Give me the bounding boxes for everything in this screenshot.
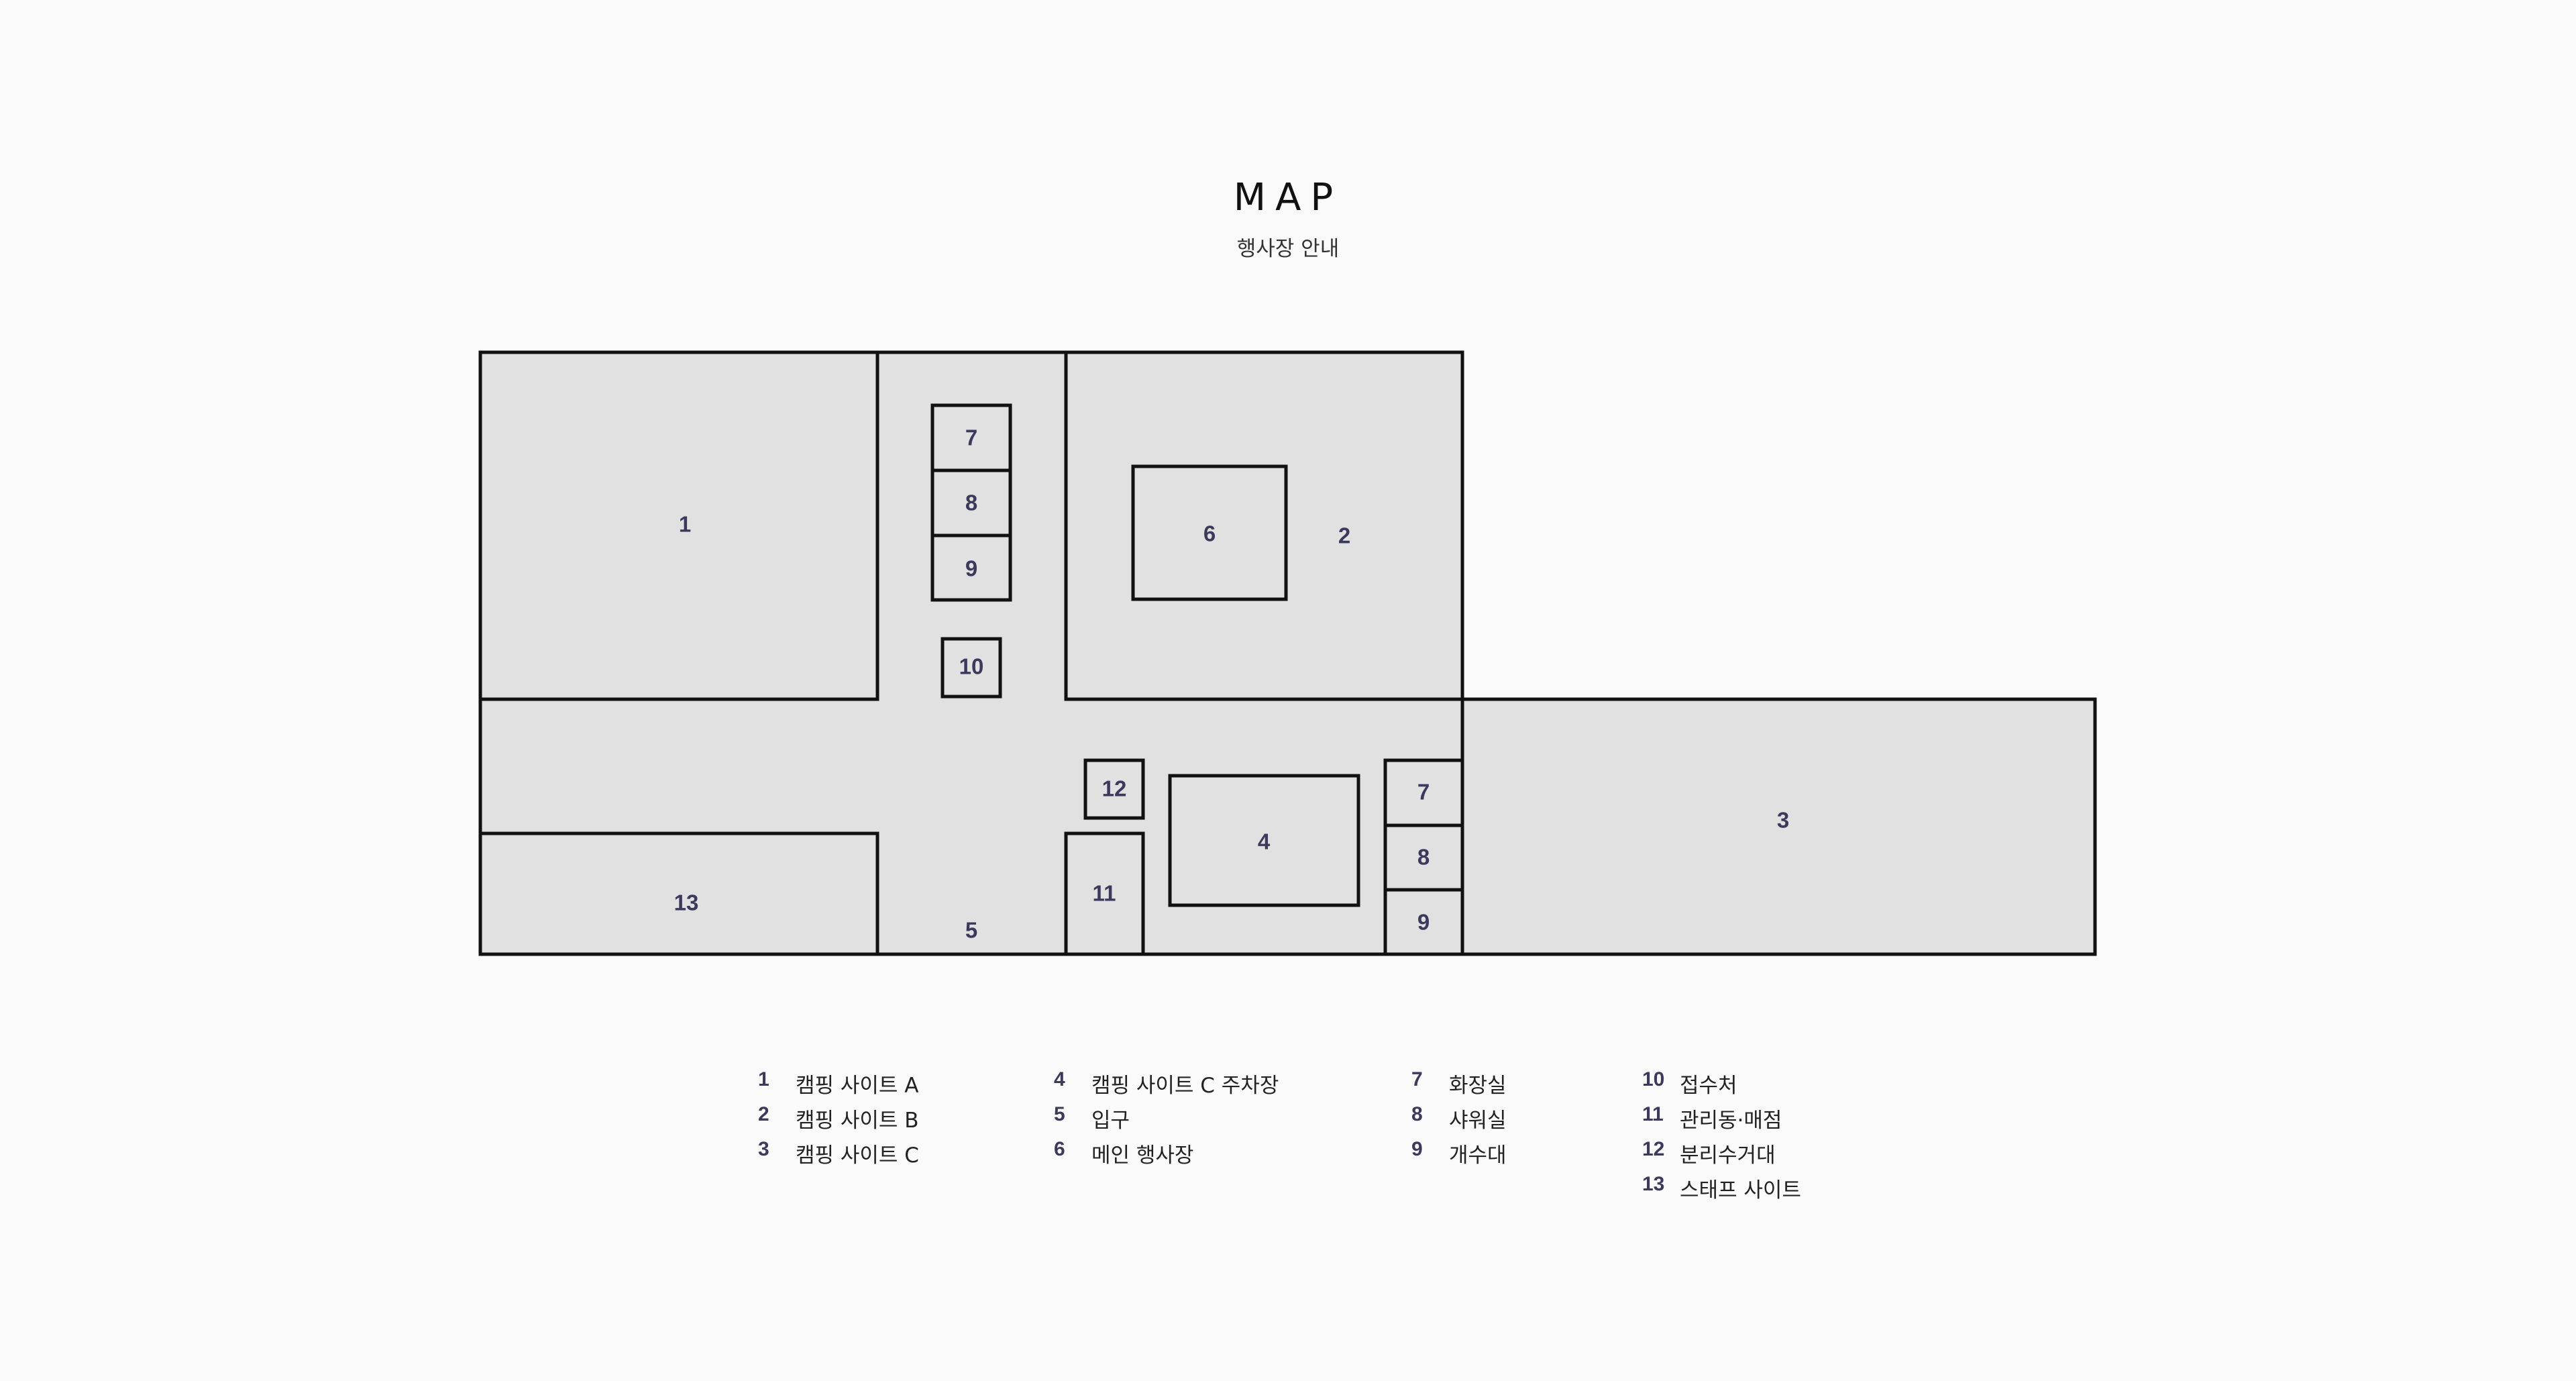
legend-label: 메인 행사장 (1091, 1143, 1194, 1168)
zone-1-label: 1 (679, 512, 691, 537)
zone-3-label: 3 (1777, 808, 1789, 833)
legend-number: 5 (1054, 1103, 1065, 1125)
legend-label: 샤워실 (1449, 1109, 1507, 1133)
zone-9b-area[interactable] (1383, 888, 1464, 956)
zone-9a-label: 9 (965, 556, 977, 581)
zone-12-area[interactable] (1083, 758, 1145, 820)
map-subtitle: 행사장 안내 (1236, 237, 1340, 261)
legend-label: 화장실 (1449, 1074, 1507, 1098)
zone-2-area[interactable] (1064, 350, 1464, 701)
zone-6-area[interactable] (1131, 464, 1288, 601)
zone-13-label: 13 (674, 890, 699, 915)
legend-number: 1 (758, 1068, 769, 1090)
legend-number: 3 (758, 1138, 769, 1160)
legend-number: 4 (1054, 1068, 1065, 1090)
zone-4-area[interactable] (1168, 774, 1360, 907)
legend-label: 분리수거대 (1680, 1143, 1776, 1168)
zone-11-label: 11 (1093, 881, 1116, 906)
legend-number: 11 (1642, 1103, 1664, 1125)
zone-4-label: 4 (1258, 829, 1271, 854)
zone-13-area[interactable] (478, 831, 879, 956)
zone-6-label: 6 (1203, 521, 1216, 546)
legend-label: 캠핑 사이트 B (796, 1109, 919, 1133)
legend-number: 2 (758, 1103, 769, 1125)
zone-7b-label: 7 (1417, 780, 1430, 805)
legend-label: 캠핑 사이트 A (796, 1074, 919, 1098)
zone-10-area[interactable] (941, 637, 1002, 699)
legend-label: 스태프 사이트 (1680, 1178, 1801, 1203)
zone-9b-label: 9 (1417, 910, 1430, 935)
zone-12-label: 12 (1102, 776, 1127, 801)
zone-10-label: 10 (959, 654, 984, 679)
legend-number: 9 (1411, 1138, 1423, 1160)
legend-number: 8 (1411, 1103, 1423, 1125)
legend-label: 캠핑 사이트 C 주차장 (1091, 1074, 1279, 1098)
legend-label: 접수처 (1680, 1074, 1737, 1098)
zone-11-area[interactable] (1064, 831, 1145, 956)
legend-label: 개수대 (1449, 1143, 1507, 1168)
map-legend: 1 캠핑 사이트 A 2 캠핑 사이트 B 3 캠핑 사이트 C 4 캠핑 사이트 C 주차장… (0, 1068, 2576, 1203)
zone-8a-label: 8 (965, 491, 977, 515)
legend-number: 10 (1642, 1068, 1665, 1090)
venue-outline (478, 350, 2097, 956)
legend-label: 캠핑 사이트 C (796, 1143, 919, 1168)
zone-7a-label: 7 (965, 425, 977, 450)
legend-number: 6 (1054, 1138, 1065, 1160)
legend-number: 13 (1642, 1173, 1665, 1195)
zone-8b-label: 8 (1417, 845, 1430, 870)
legend-number: 12 (1642, 1138, 1665, 1160)
zone-9a-area[interactable] (930, 533, 1012, 602)
zone-5-label: 5 (965, 918, 977, 943)
legend-label: 관리동·매점 (1680, 1109, 1782, 1133)
legend-label: 입구 (1091, 1109, 1130, 1133)
legend-number: 7 (1411, 1068, 1423, 1090)
zone-2-label: 2 (1338, 523, 1350, 548)
zone-1-area[interactable] (478, 350, 879, 701)
map-title: MAP (1233, 176, 1343, 219)
